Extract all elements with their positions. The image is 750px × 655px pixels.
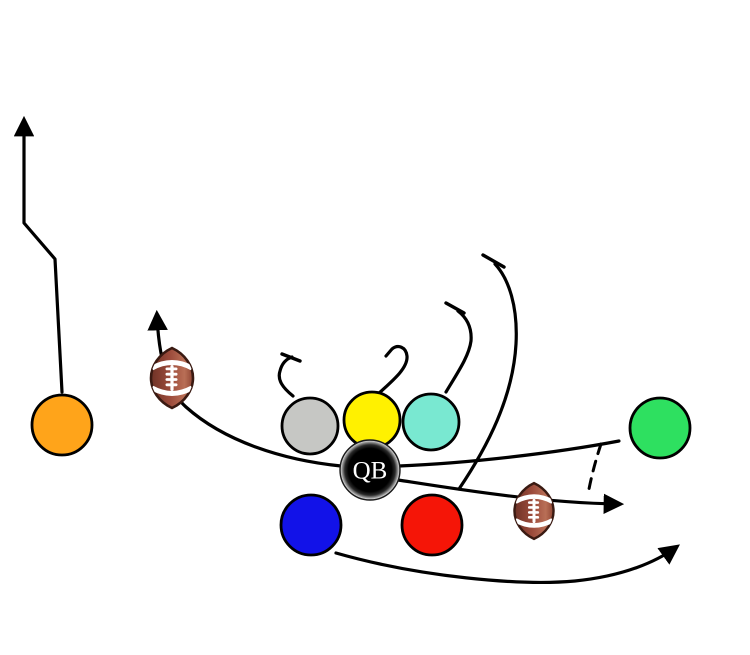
- blue-swing-route[interactable]: [334, 544, 680, 584]
- football-icon[interactable]: [514, 483, 553, 539]
- football-icon[interactable]: [151, 348, 193, 408]
- qb-label: QB: [353, 458, 388, 485]
- fake-connector-dashed-line[interactable]: [587, 442, 603, 491]
- turquoise-block-route[interactable]: [444, 309, 473, 394]
- middle-deep-block-end-bar[interactable]: [481, 253, 506, 269]
- player-red[interactable]: [400, 493, 464, 557]
- orange-streak-route[interactable]: [13, 115, 64, 394]
- qb-to-green-line[interactable]: [397, 439, 621, 468]
- player-turquoise[interactable]: [401, 392, 461, 452]
- handoff-right-route[interactable]: [396, 478, 625, 515]
- player-green[interactable]: [628, 396, 692, 460]
- gray-block-route[interactable]: [277, 355, 295, 398]
- player-gray[interactable]: [280, 396, 340, 456]
- yellow-hook-route[interactable]: [376, 345, 409, 396]
- gray-block-end-bar[interactable]: [280, 352, 302, 363]
- player-qb[interactable]: QB: [339, 439, 401, 501]
- player-blue[interactable]: [279, 493, 343, 557]
- turquoise-block-end-bar[interactable]: [444, 301, 466, 315]
- player-orange[interactable]: [30, 393, 94, 457]
- middle-deep-block-route[interactable]: [457, 262, 518, 491]
